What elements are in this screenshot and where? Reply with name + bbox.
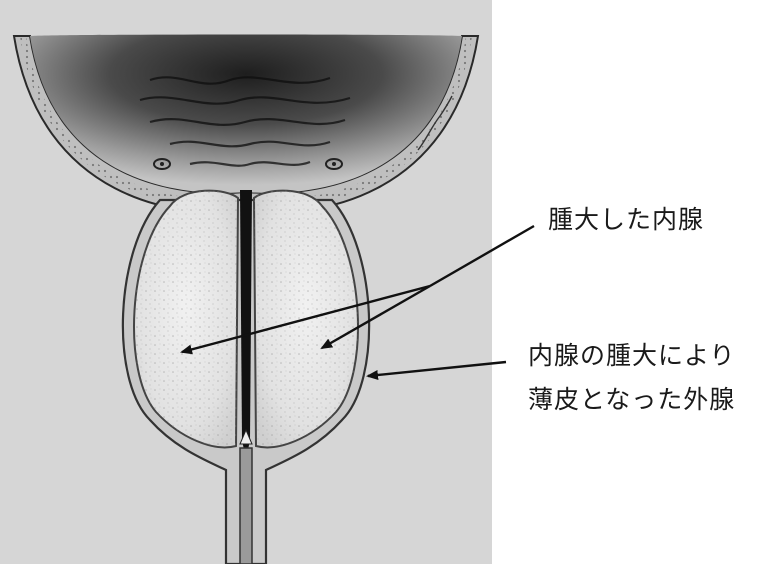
urethra-lower (240, 448, 252, 564)
label-thinned-outer-gland-line1: 内腺の腫大により (528, 336, 736, 372)
label-enlarged-inner-gland: 腫大した内腺 (548, 200, 704, 236)
label-thinned-outer-gland-line2: 薄皮となった外腺 (528, 380, 735, 416)
